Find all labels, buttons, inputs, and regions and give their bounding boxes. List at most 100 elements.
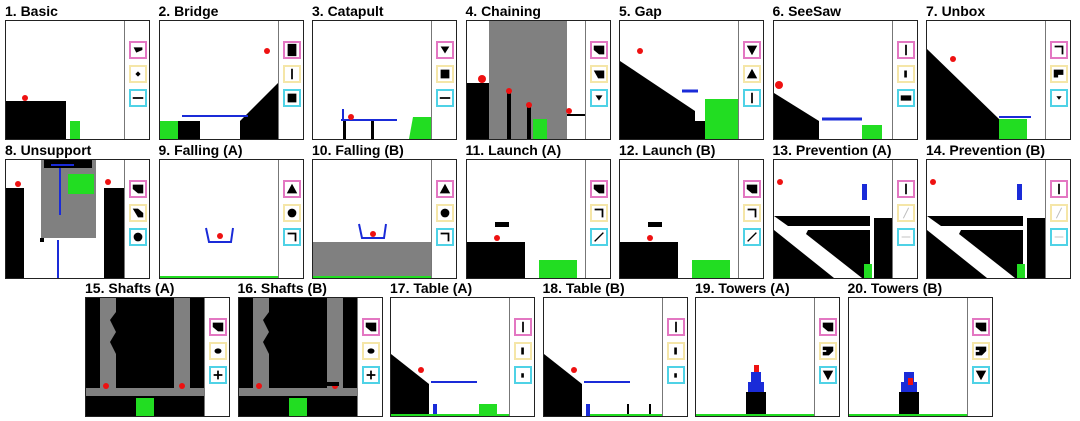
scene-canvas[interactable] — [6, 21, 124, 139]
tool-slot-2[interactable] — [436, 65, 454, 83]
tool-sidebar — [584, 21, 610, 139]
tool-slot-2[interactable] — [282, 65, 301, 83]
scene-canvas[interactable] — [238, 298, 357, 416]
scene-canvas[interactable] — [466, 21, 585, 139]
tool-slot-2[interactable] — [743, 65, 761, 83]
tool-slot-1[interactable] — [209, 318, 227, 336]
scene-canvas[interactable] — [391, 298, 509, 416]
tool-slot-3[interactable] — [361, 366, 380, 384]
tool-slot-2[interactable] — [971, 342, 990, 360]
green-goal — [136, 398, 154, 416]
tool-slot-3[interactable] — [1050, 228, 1068, 246]
tool-slot-1[interactable] — [896, 180, 915, 198]
tool-slot-1[interactable] — [971, 318, 990, 336]
tool-slot-3[interactable] — [436, 89, 454, 107]
tool-slot-3[interactable] — [743, 228, 761, 246]
scene-canvas[interactable] — [696, 298, 814, 416]
tool-sidebar — [204, 298, 229, 416]
tool-slot-3[interactable] — [129, 89, 147, 107]
tool-slot-1[interactable] — [282, 41, 301, 59]
tool-slot-3[interactable] — [743, 89, 761, 107]
panel-title: 3. Catapult — [312, 3, 384, 19]
tool-slot-3[interactable] — [436, 228, 454, 246]
tool-slot-2[interactable] — [514, 342, 532, 360]
tool-slot-1[interactable] — [129, 41, 147, 59]
tool-slot-2[interactable] — [436, 204, 454, 222]
tool-slot-2[interactable] — [589, 204, 608, 222]
scene-canvas[interactable] — [927, 160, 1045, 278]
scene-canvas[interactable] — [159, 21, 278, 139]
tool-slot-1[interactable] — [743, 180, 761, 198]
tool-slot-3[interactable] — [666, 366, 685, 384]
tool-slot-3[interactable] — [971, 366, 990, 384]
scene-canvas[interactable] — [620, 21, 738, 139]
tool-slot-3[interactable] — [282, 89, 301, 107]
large-down-triangle-icon — [746, 45, 758, 56]
scene-canvas[interactable] — [773, 160, 892, 278]
tool-slot-1[interactable] — [514, 318, 532, 336]
red-ball — [348, 114, 354, 120]
tool-slot-2[interactable] — [129, 65, 147, 83]
panel-title: 13. Prevention (A) — [772, 142, 892, 158]
tool-slot-3[interactable] — [129, 228, 147, 246]
tool-slot-1[interactable] — [1050, 180, 1068, 198]
scene-canvas[interactable] — [466, 160, 585, 278]
tool-slot-3[interactable] — [514, 366, 532, 384]
puzzle-frame — [465, 20, 611, 140]
tool-slot-3[interactable] — [589, 228, 608, 246]
tool-slot-2[interactable] — [1050, 204, 1068, 222]
tool-sidebar — [738, 21, 763, 139]
tool-slot-2[interactable] — [129, 204, 147, 222]
tool-slot-2[interactable] — [1050, 65, 1068, 83]
scene-canvas[interactable] — [313, 21, 431, 139]
tool-slot-3[interactable] — [819, 366, 837, 384]
tool-slot-3[interactable] — [282, 228, 301, 246]
tool-slot-2[interactable] — [896, 204, 915, 222]
up-triangle-icon — [439, 183, 451, 194]
tool-slot-1[interactable] — [896, 41, 915, 59]
puzzle-frame — [619, 20, 764, 140]
static-wall — [466, 83, 489, 139]
tool-slot-2[interactable] — [819, 342, 837, 360]
tool-slot-1[interactable] — [743, 41, 761, 59]
tool-slot-1[interactable] — [1050, 41, 1068, 59]
tool-slot-3[interactable] — [209, 366, 227, 384]
scene-canvas[interactable] — [620, 160, 738, 278]
tool-slot-1[interactable] — [361, 318, 380, 336]
tool-slot-3[interactable] — [896, 89, 915, 107]
tool-slot-1[interactable] — [589, 41, 608, 59]
scene-canvas[interactable] — [543, 298, 662, 416]
tool-slot-2[interactable] — [743, 204, 761, 222]
red-ball — [647, 235, 653, 241]
panel-title: 15. Shafts (A) — [85, 280, 175, 296]
static-ramp — [773, 230, 834, 278]
tool-slot-1[interactable] — [129, 180, 147, 198]
scene-canvas[interactable] — [86, 298, 204, 416]
large-down-triangle-icon — [975, 370, 986, 381]
scene-canvas[interactable] — [773, 21, 892, 139]
thin-vertical-bar-icon — [904, 44, 907, 56]
red-ball — [930, 179, 936, 185]
tool-slot-1[interactable] — [282, 180, 301, 198]
scene-canvas[interactable] — [159, 160, 278, 278]
tool-slot-2[interactable] — [282, 204, 301, 222]
tool-slot-2[interactable] — [666, 342, 685, 360]
puzzle-panel: 16. Shafts (B) — [237, 279, 383, 421]
tool-slot-1[interactable] — [819, 318, 837, 336]
scene-canvas[interactable] — [313, 160, 431, 278]
tool-slot-2[interactable] — [361, 342, 380, 360]
scene-canvas[interactable] — [927, 21, 1045, 139]
tool-slot-3[interactable] — [589, 89, 608, 107]
tool-slot-1[interactable] — [666, 318, 685, 336]
tool-slot-2[interactable] — [209, 342, 227, 360]
tool-slot-3[interactable] — [896, 228, 915, 246]
scene-canvas[interactable] — [848, 298, 967, 416]
scene-canvas[interactable] — [6, 160, 124, 278]
tool-slot-3[interactable] — [1050, 89, 1068, 107]
panel-title: 5. Gap — [619, 3, 662, 19]
tool-slot-2[interactable] — [589, 65, 608, 83]
tool-slot-2[interactable] — [896, 65, 915, 83]
tool-slot-1[interactable] — [589, 180, 608, 198]
tool-slot-1[interactable] — [436, 41, 454, 59]
tool-slot-1[interactable] — [436, 180, 454, 198]
